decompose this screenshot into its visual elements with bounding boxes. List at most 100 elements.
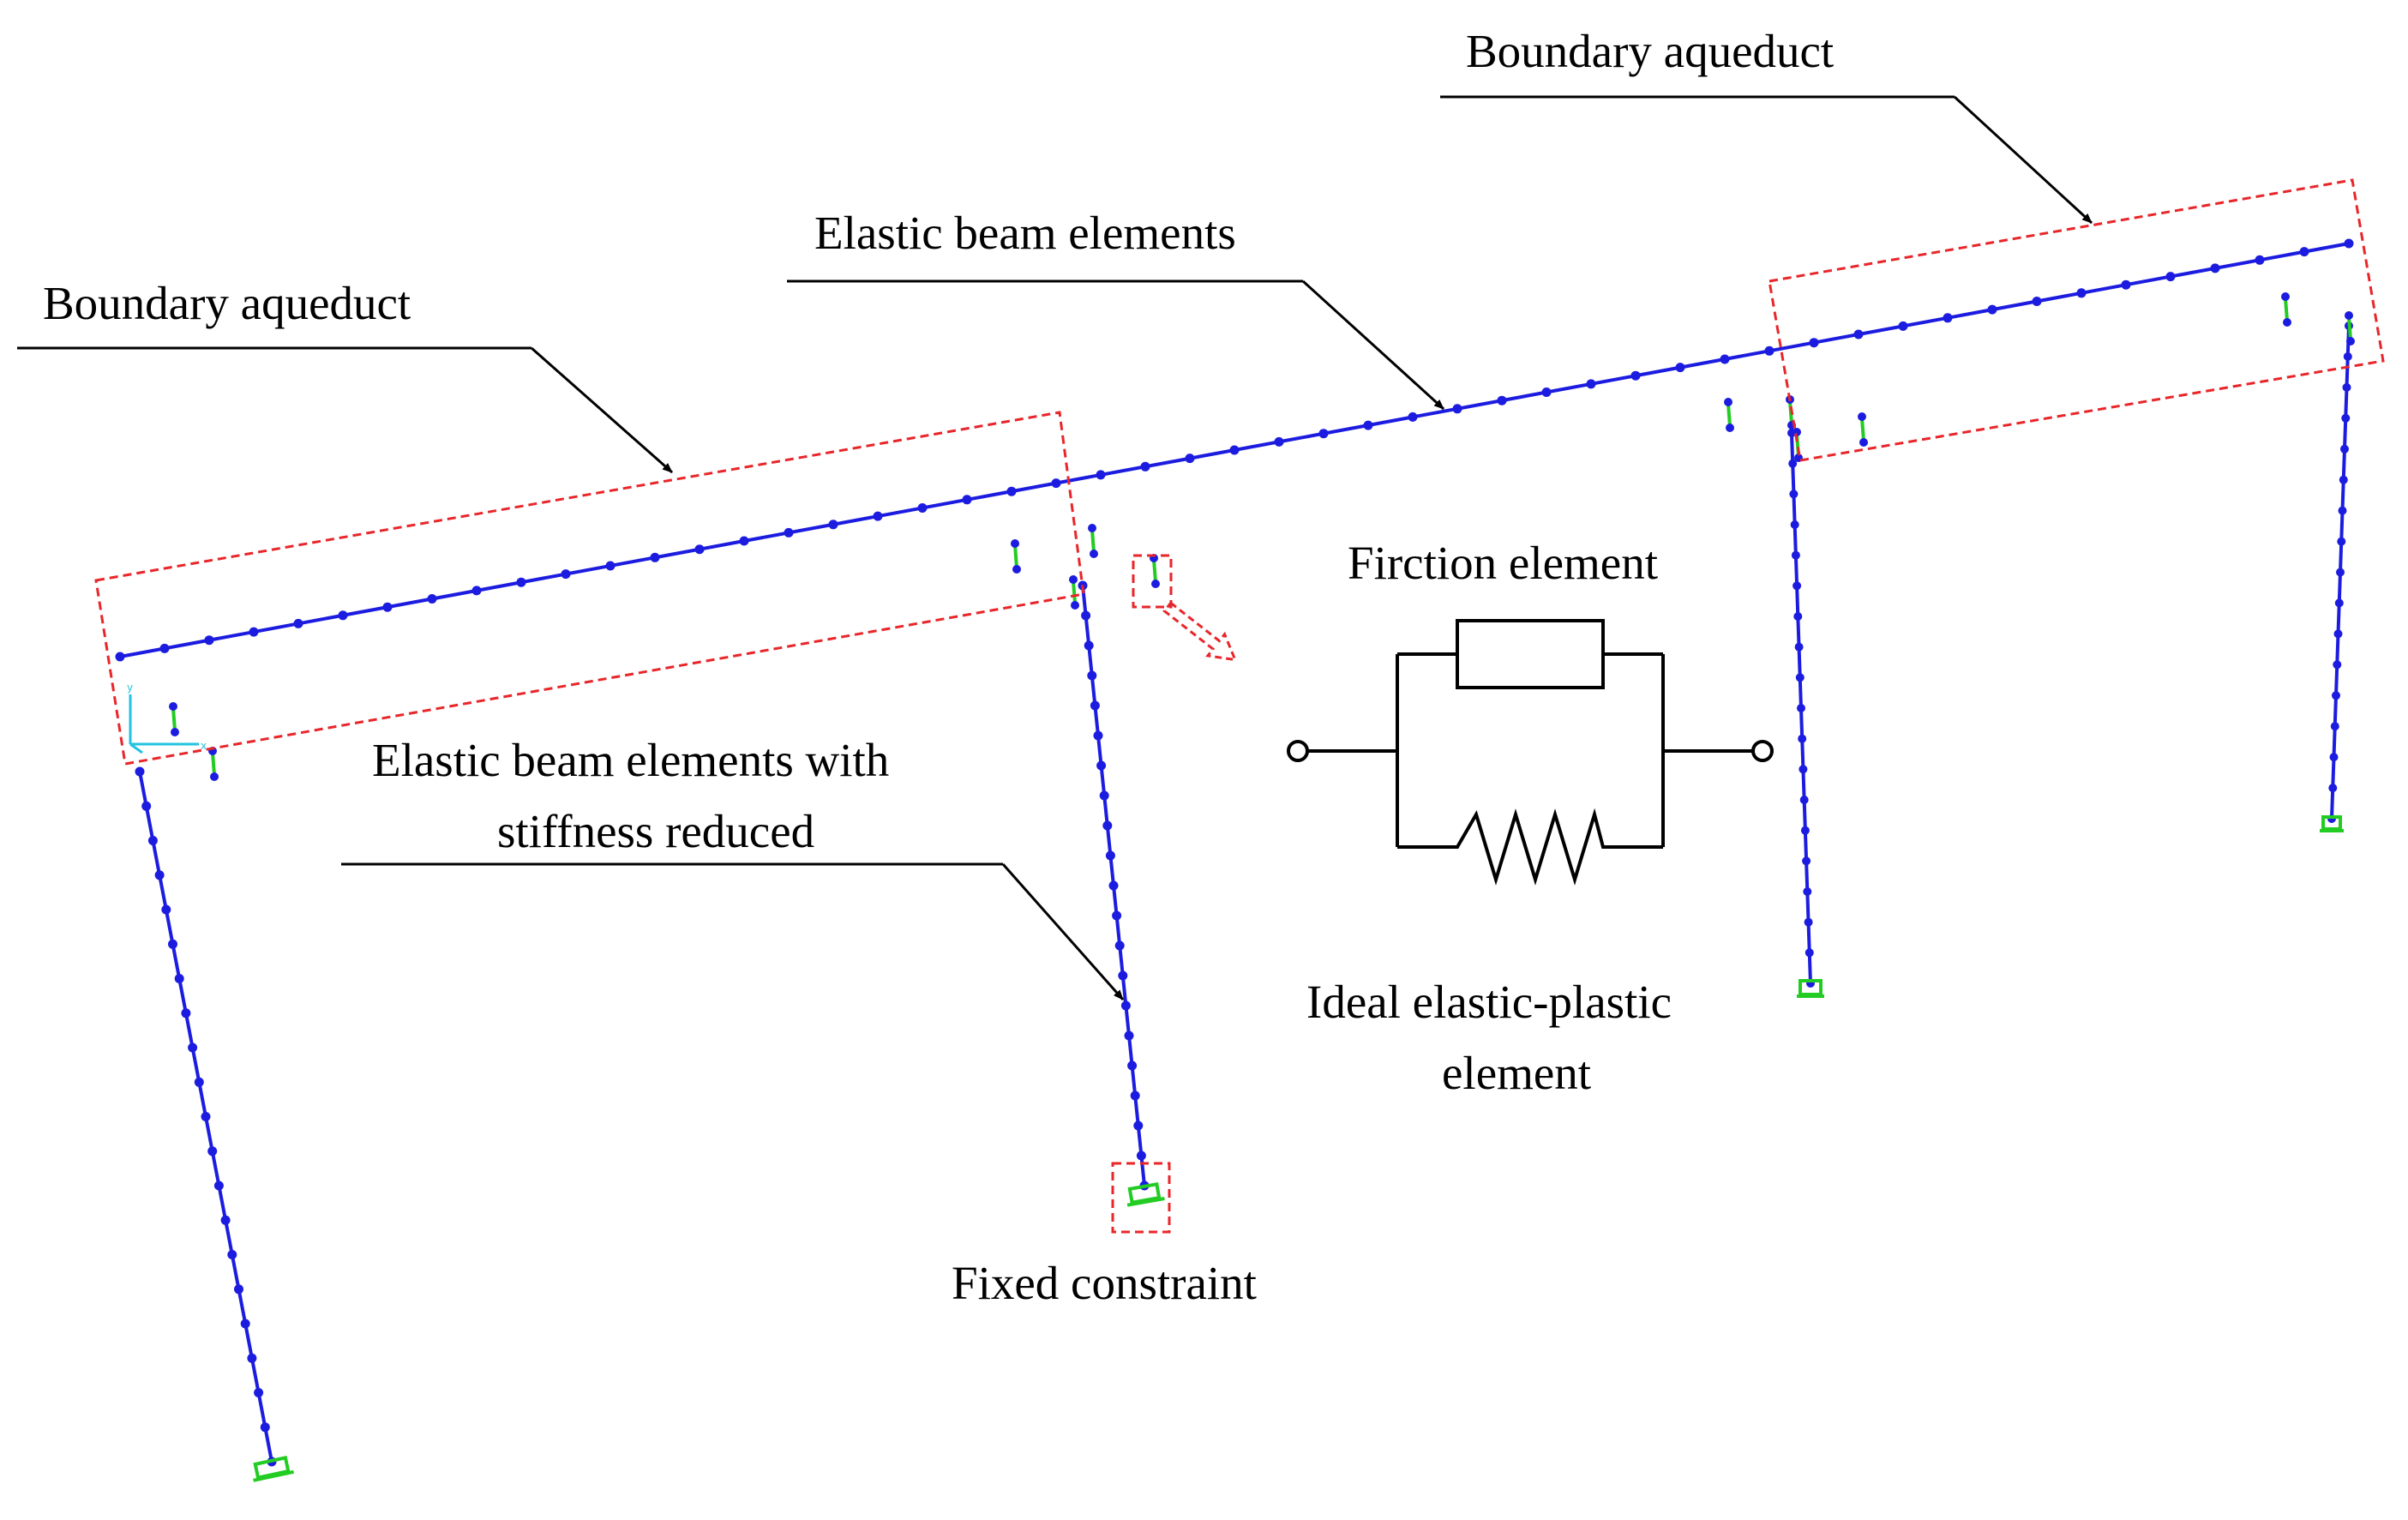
node-dot xyxy=(516,577,526,587)
node-dot xyxy=(181,1008,191,1018)
node-dot xyxy=(1114,940,1125,951)
node-dot xyxy=(1898,321,1908,331)
leader-boundary-left xyxy=(531,346,673,474)
bearing-link-icon xyxy=(1150,554,1160,588)
node-dot xyxy=(154,870,165,880)
node-dot xyxy=(1497,395,1507,406)
node-dot xyxy=(2342,382,2351,392)
leader-elastic-beam xyxy=(1301,279,1445,411)
label-friction: Firction element xyxy=(1348,537,1658,589)
node-dot xyxy=(1793,612,1803,621)
node-dot xyxy=(159,643,170,653)
node-dot xyxy=(1229,445,1240,455)
node-dot xyxy=(2341,413,2351,423)
node-dot xyxy=(1127,1060,1138,1071)
node-dot xyxy=(1093,730,1103,741)
node-dot xyxy=(1006,486,1017,496)
node-dot xyxy=(1118,970,1128,981)
bearing-link-icon xyxy=(1011,539,1021,574)
fixed-support-icon xyxy=(1126,1182,1165,1207)
node-dot xyxy=(1081,610,1091,621)
fixed-supports xyxy=(253,815,2344,1482)
node-dot xyxy=(1802,856,1811,866)
label-boundary-right: Boundary aqueduct xyxy=(1466,25,1834,77)
node-dot xyxy=(1790,520,1799,529)
node-dot xyxy=(1804,917,1813,927)
node-dot xyxy=(471,586,482,596)
node-dot xyxy=(1090,700,1100,711)
node-dot xyxy=(213,1181,224,1191)
node-dot xyxy=(2032,297,2042,306)
node-dot xyxy=(739,536,749,546)
node-dot xyxy=(147,836,158,845)
node-dot xyxy=(1795,673,1804,682)
node-dot xyxy=(1102,820,1113,831)
node-dot xyxy=(1541,388,1552,397)
node-dot xyxy=(1112,910,1122,921)
node-dot xyxy=(1185,454,1195,464)
node-dot xyxy=(1133,1120,1144,1131)
node-dot xyxy=(1130,1090,1140,1101)
node-dot xyxy=(188,1042,198,1053)
node-dot xyxy=(194,1077,204,1087)
node-dot xyxy=(2329,753,2339,762)
node-dot xyxy=(1099,790,1109,801)
node-dot xyxy=(1809,338,1819,348)
fixed-support-icon xyxy=(1797,979,1824,998)
friction-element-schematic xyxy=(1287,619,1774,886)
node-dot xyxy=(1452,404,1462,414)
node-dot xyxy=(1764,345,1774,356)
node-dot xyxy=(1789,490,1798,499)
terminal-left xyxy=(1287,740,1309,762)
node-dot xyxy=(254,1388,264,1397)
node-dot xyxy=(1798,765,1808,774)
node-dot xyxy=(1105,850,1115,861)
node-dot xyxy=(1136,1151,1146,1161)
leader-boundary-right xyxy=(1953,95,2093,225)
spring-icon xyxy=(1397,808,1663,886)
detail-box-bearing xyxy=(1132,554,1173,609)
node-dot xyxy=(2076,288,2087,298)
node-dot xyxy=(427,594,437,604)
bearing-link-icon xyxy=(2281,292,2291,327)
node-dot xyxy=(240,1319,250,1329)
friction-block xyxy=(1456,619,1605,689)
label-fixed-constraint: Fixed constraint xyxy=(952,1257,1257,1309)
node-dot xyxy=(605,561,616,571)
bearing-link-icon xyxy=(1858,412,1868,447)
node-dot xyxy=(1792,581,1802,591)
node-dot xyxy=(2333,629,2343,639)
node-dot xyxy=(1051,478,1061,489)
node-dot xyxy=(1791,550,1800,560)
node-dot xyxy=(1794,642,1804,652)
bearing-link-icon xyxy=(1069,575,1079,610)
node-dot xyxy=(2255,255,2265,265)
label-reduced-line2: stiffness reduced xyxy=(497,805,814,857)
node-dot xyxy=(917,503,928,513)
node-dot xyxy=(1630,370,1641,381)
node-dot xyxy=(1800,826,1810,835)
node-dot xyxy=(234,1284,243,1295)
node-dot xyxy=(201,1112,211,1121)
node-dot xyxy=(1803,887,1812,896)
node-dot xyxy=(2210,263,2220,273)
node-dot xyxy=(2336,568,2345,577)
node-dot xyxy=(694,544,705,555)
node-dot xyxy=(650,552,660,562)
node-dot xyxy=(962,495,972,505)
node-dot xyxy=(204,635,214,646)
node-dot xyxy=(220,1215,231,1225)
bearing-link-icon xyxy=(208,747,219,781)
node-dot xyxy=(561,569,571,580)
node-dot xyxy=(1799,796,1809,804)
label-elastoplastic-line1: Ideal elastic-plastic xyxy=(1306,976,1672,1028)
node-dot xyxy=(1797,704,1805,712)
node-dot xyxy=(1987,304,1997,315)
node-dot xyxy=(260,1422,270,1433)
node-dot xyxy=(247,1353,257,1363)
label-elastoplastic-line2: element xyxy=(1442,1047,1591,1099)
bearing-link-icon xyxy=(1724,398,1734,432)
node-dot xyxy=(1586,379,1596,389)
node-dot xyxy=(1798,734,1807,743)
node-dot xyxy=(1096,760,1107,771)
